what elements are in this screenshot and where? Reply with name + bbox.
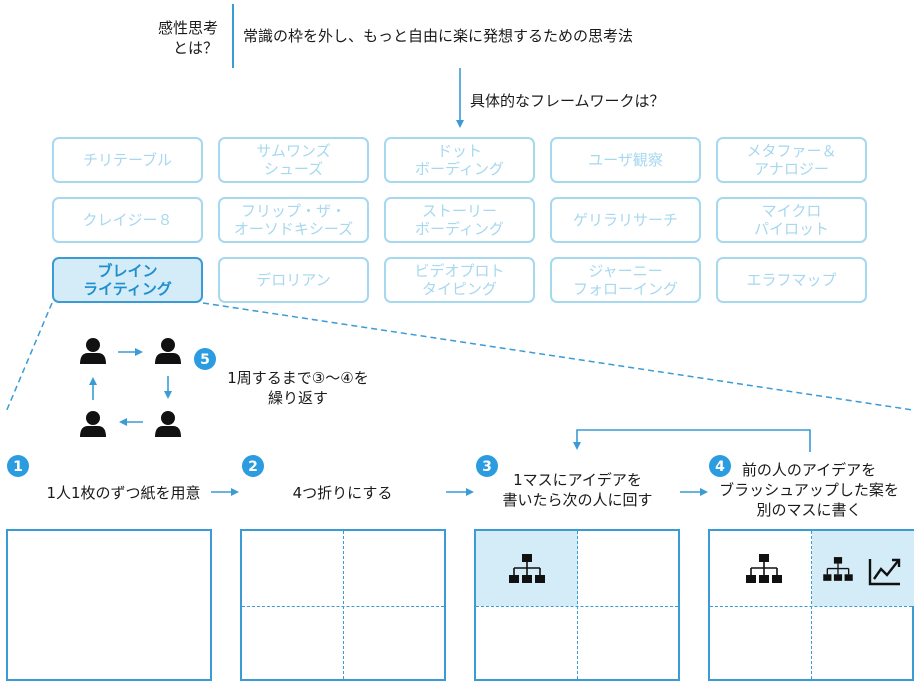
step-badge-4: 4 [709, 455, 731, 477]
framework-item: ゲリラリサーチ [550, 197, 701, 243]
idea-paper-first [474, 529, 680, 681]
framework-item: マイクロ パイロット [716, 197, 867, 243]
step2-caption: 4つ折りにする [292, 484, 393, 502]
step-badge-1: 1 [7, 455, 29, 477]
framework-item: ユーザ観察 [550, 137, 701, 183]
loop-arrow-4-3 [573, 429, 811, 452]
folded-paper [240, 529, 446, 681]
svg-text:5: 5 [200, 352, 210, 368]
framework-item: チリテーブル [52, 137, 203, 183]
line-chart-icon [868, 558, 901, 586]
framework-item: ストーリー ボーディング [384, 197, 535, 243]
framework-item: デロリアン [218, 257, 369, 303]
brushup-cell [812, 531, 914, 606]
org-chart-icon [508, 553, 546, 584]
framework-item: ブレイン ライティング [52, 257, 203, 303]
svg-text:2: 2 [248, 459, 258, 475]
step-badge-5: 5 [194, 348, 216, 370]
framework-item: ビデオプロト タイピング [384, 257, 535, 303]
framework-item: クレイジー８ [52, 197, 203, 243]
step-badge-3: 3 [476, 455, 498, 477]
filled-cell [476, 531, 578, 606]
svg-text:3: 3 [482, 459, 492, 475]
person-icon [80, 338, 106, 364]
svg-text:1: 1 [13, 459, 23, 475]
framework-item: メタファー＆ アナロジー [716, 137, 867, 183]
framework-item: ドット ボーディング [384, 137, 535, 183]
definition-term: 感性思考 とは？ [157, 19, 218, 57]
framework-item: フリップ・ザ・ オーソドキシーズ [218, 197, 369, 243]
step1-caption: 1人1枚のずつ紙を用意 [46, 484, 201, 502]
person-icon [80, 411, 106, 437]
framework-question: 具体的なフレームワークは？ [470, 92, 665, 110]
framework-item: サムワンズ シューズ [218, 137, 369, 183]
previous-idea-cell [710, 531, 812, 606]
zoom-line-left [5, 302, 53, 413]
person-icon [155, 411, 181, 437]
framework-item: エラフマップ [716, 257, 867, 303]
svg-text:4: 4 [715, 459, 725, 475]
definition-text: 常識の枠を外し、もっと自由に楽に発想するための思考法 [243, 27, 634, 45]
person-icon [155, 338, 181, 364]
step4-caption: 前の人のアイデアを ブラッシュアップした案を 別のマスに書く [719, 461, 899, 519]
org-chart-icon [745, 553, 783, 584]
paper-sheet [6, 529, 212, 681]
step-badge-2: 2 [242, 455, 264, 477]
step3-caption: 1マスにアイデアを 書いたら次の人に回す [502, 471, 653, 509]
definition-divider [232, 4, 234, 68]
step5-caption: 1周するまで③～④を 繰り返す [227, 369, 369, 407]
org-chart-icon [822, 556, 854, 582]
framework-item: ジャーニー フォローイング [550, 257, 701, 303]
idea-paper-brushup [708, 529, 914, 681]
